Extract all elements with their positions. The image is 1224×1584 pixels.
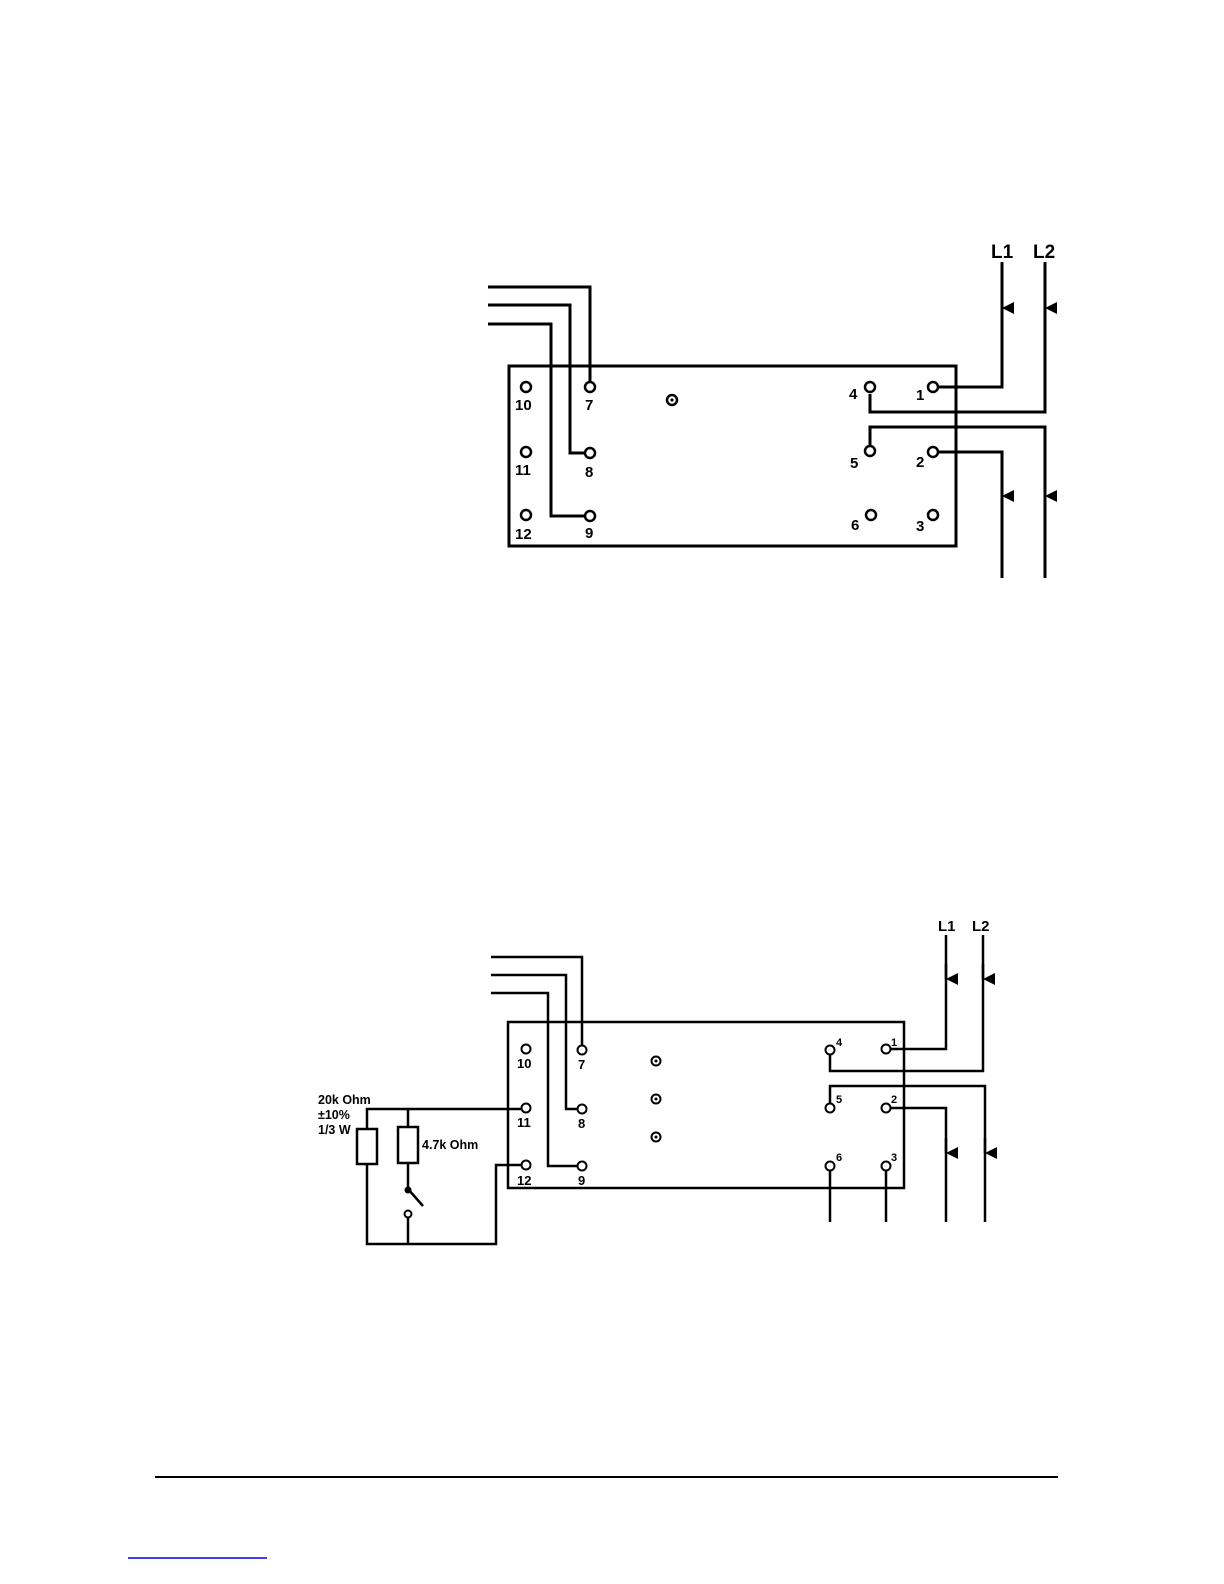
terminal-8	[585, 448, 595, 458]
terminal-block-1	[509, 366, 956, 546]
label-terminal-6-b: 6	[836, 1152, 842, 1164]
label-terminal-11-b: 11	[517, 1115, 531, 1130]
terminal-12	[521, 510, 531, 520]
wire-terminal-2-out	[939, 452, 1002, 578]
label-terminal-11: 11	[515, 462, 531, 479]
terminal-1-b	[882, 1045, 891, 1054]
label-terminal-12-b: 12	[517, 1173, 531, 1188]
label-terminal-4-b: 4	[836, 1037, 843, 1049]
terminal-2-b	[882, 1104, 891, 1113]
label-terminal-9: 9	[585, 525, 593, 542]
label-terminal-3: 3	[916, 518, 924, 535]
label-terminal-4: 4	[849, 386, 858, 403]
resistor-20k	[357, 1129, 377, 1164]
terminal-2	[928, 447, 938, 457]
resistor-1-tolerance: ±10%	[318, 1108, 350, 1122]
label-terminal-10-b: 10	[517, 1056, 531, 1071]
label-terminal-2: 2	[916, 454, 924, 471]
label-terminal-5: 5	[850, 455, 858, 472]
label-l2: L2	[1033, 242, 1055, 263]
terminal-11-b	[522, 1104, 531, 1113]
terminal-1	[928, 382, 938, 392]
diagram-1	[488, 262, 1045, 578]
label-terminal-12: 12	[515, 526, 532, 543]
terminal-8-b	[578, 1105, 587, 1114]
label-terminal-1-b: 1	[891, 1037, 897, 1049]
terminal-4-b	[826, 1046, 835, 1055]
resistor-1-power: 1/3 W	[318, 1123, 351, 1137]
resistor-1-value: 20k Ohm	[318, 1093, 371, 1107]
terminal-6-b	[826, 1162, 835, 1171]
wire-to-terminal-7-b	[491, 957, 582, 1046]
label-l2-b: L2	[972, 918, 990, 935]
label-terminal-9-b: 9	[578, 1173, 585, 1188]
label-terminal-5-b: 5	[836, 1094, 842, 1106]
terminal-block-2	[508, 1022, 904, 1188]
label-terminal-2-b: 2	[891, 1094, 897, 1106]
label-terminal-3-b: 3	[891, 1152, 897, 1164]
terminal-12-b	[522, 1161, 531, 1170]
wire-l2-to-terminal-4-b	[830, 935, 983, 1071]
diagram-2-terminals	[405, 1045, 891, 1218]
terminal-7-b	[578, 1046, 587, 1055]
resistor-2-value: 4.7k Ohm	[422, 1138, 478, 1152]
label-terminal-1: 1	[916, 387, 924, 404]
terminal-4	[865, 382, 875, 392]
wire-terminal-2-out-b	[890, 1108, 946, 1222]
label-terminal-6: 6	[851, 517, 859, 534]
terminal-9	[585, 511, 595, 521]
terminal-10-b	[522, 1045, 531, 1054]
label-l1-b: L1	[938, 918, 956, 935]
wire-to-terminal-8-b	[491, 975, 578, 1109]
label-terminal-7-b: 7	[578, 1057, 585, 1072]
terminal-5-b	[826, 1104, 835, 1113]
label-l1: L1	[991, 242, 1014, 263]
terminal-9-b	[578, 1162, 587, 1171]
resistor-4-7k	[398, 1127, 418, 1163]
wire-terminal-5-out-b	[830, 1086, 985, 1222]
terminal-3-b	[882, 1162, 891, 1171]
terminal-6	[866, 510, 876, 520]
terminal-11	[521, 447, 531, 457]
label-terminal-8-b: 8	[578, 1116, 585, 1131]
terminal-3	[928, 510, 938, 520]
terminal-7	[585, 382, 595, 392]
terminal-5	[865, 446, 875, 456]
label-terminal-10: 10	[515, 397, 532, 414]
wire-to-terminal-8	[488, 305, 584, 453]
wire-return-to-12	[367, 1164, 521, 1244]
switch-pivot	[405, 1187, 412, 1194]
diagram-1-labels: 10 11 12 7 8 9 4 5 6 1 2 3 L1 L2	[515, 242, 1055, 543]
mounting-hole-center	[670, 398, 673, 401]
label-terminal-7: 7	[585, 397, 593, 414]
wire-l1-to-terminal-1	[939, 262, 1002, 387]
wire-l1-to-terminal-1-b	[890, 935, 946, 1049]
label-terminal-8: 8	[585, 464, 593, 481]
switch-bottom-contact	[405, 1211, 412, 1218]
diagram-2	[357, 935, 985, 1244]
terminal-10	[521, 382, 531, 392]
wire-11-to-resistors	[367, 1109, 521, 1129]
